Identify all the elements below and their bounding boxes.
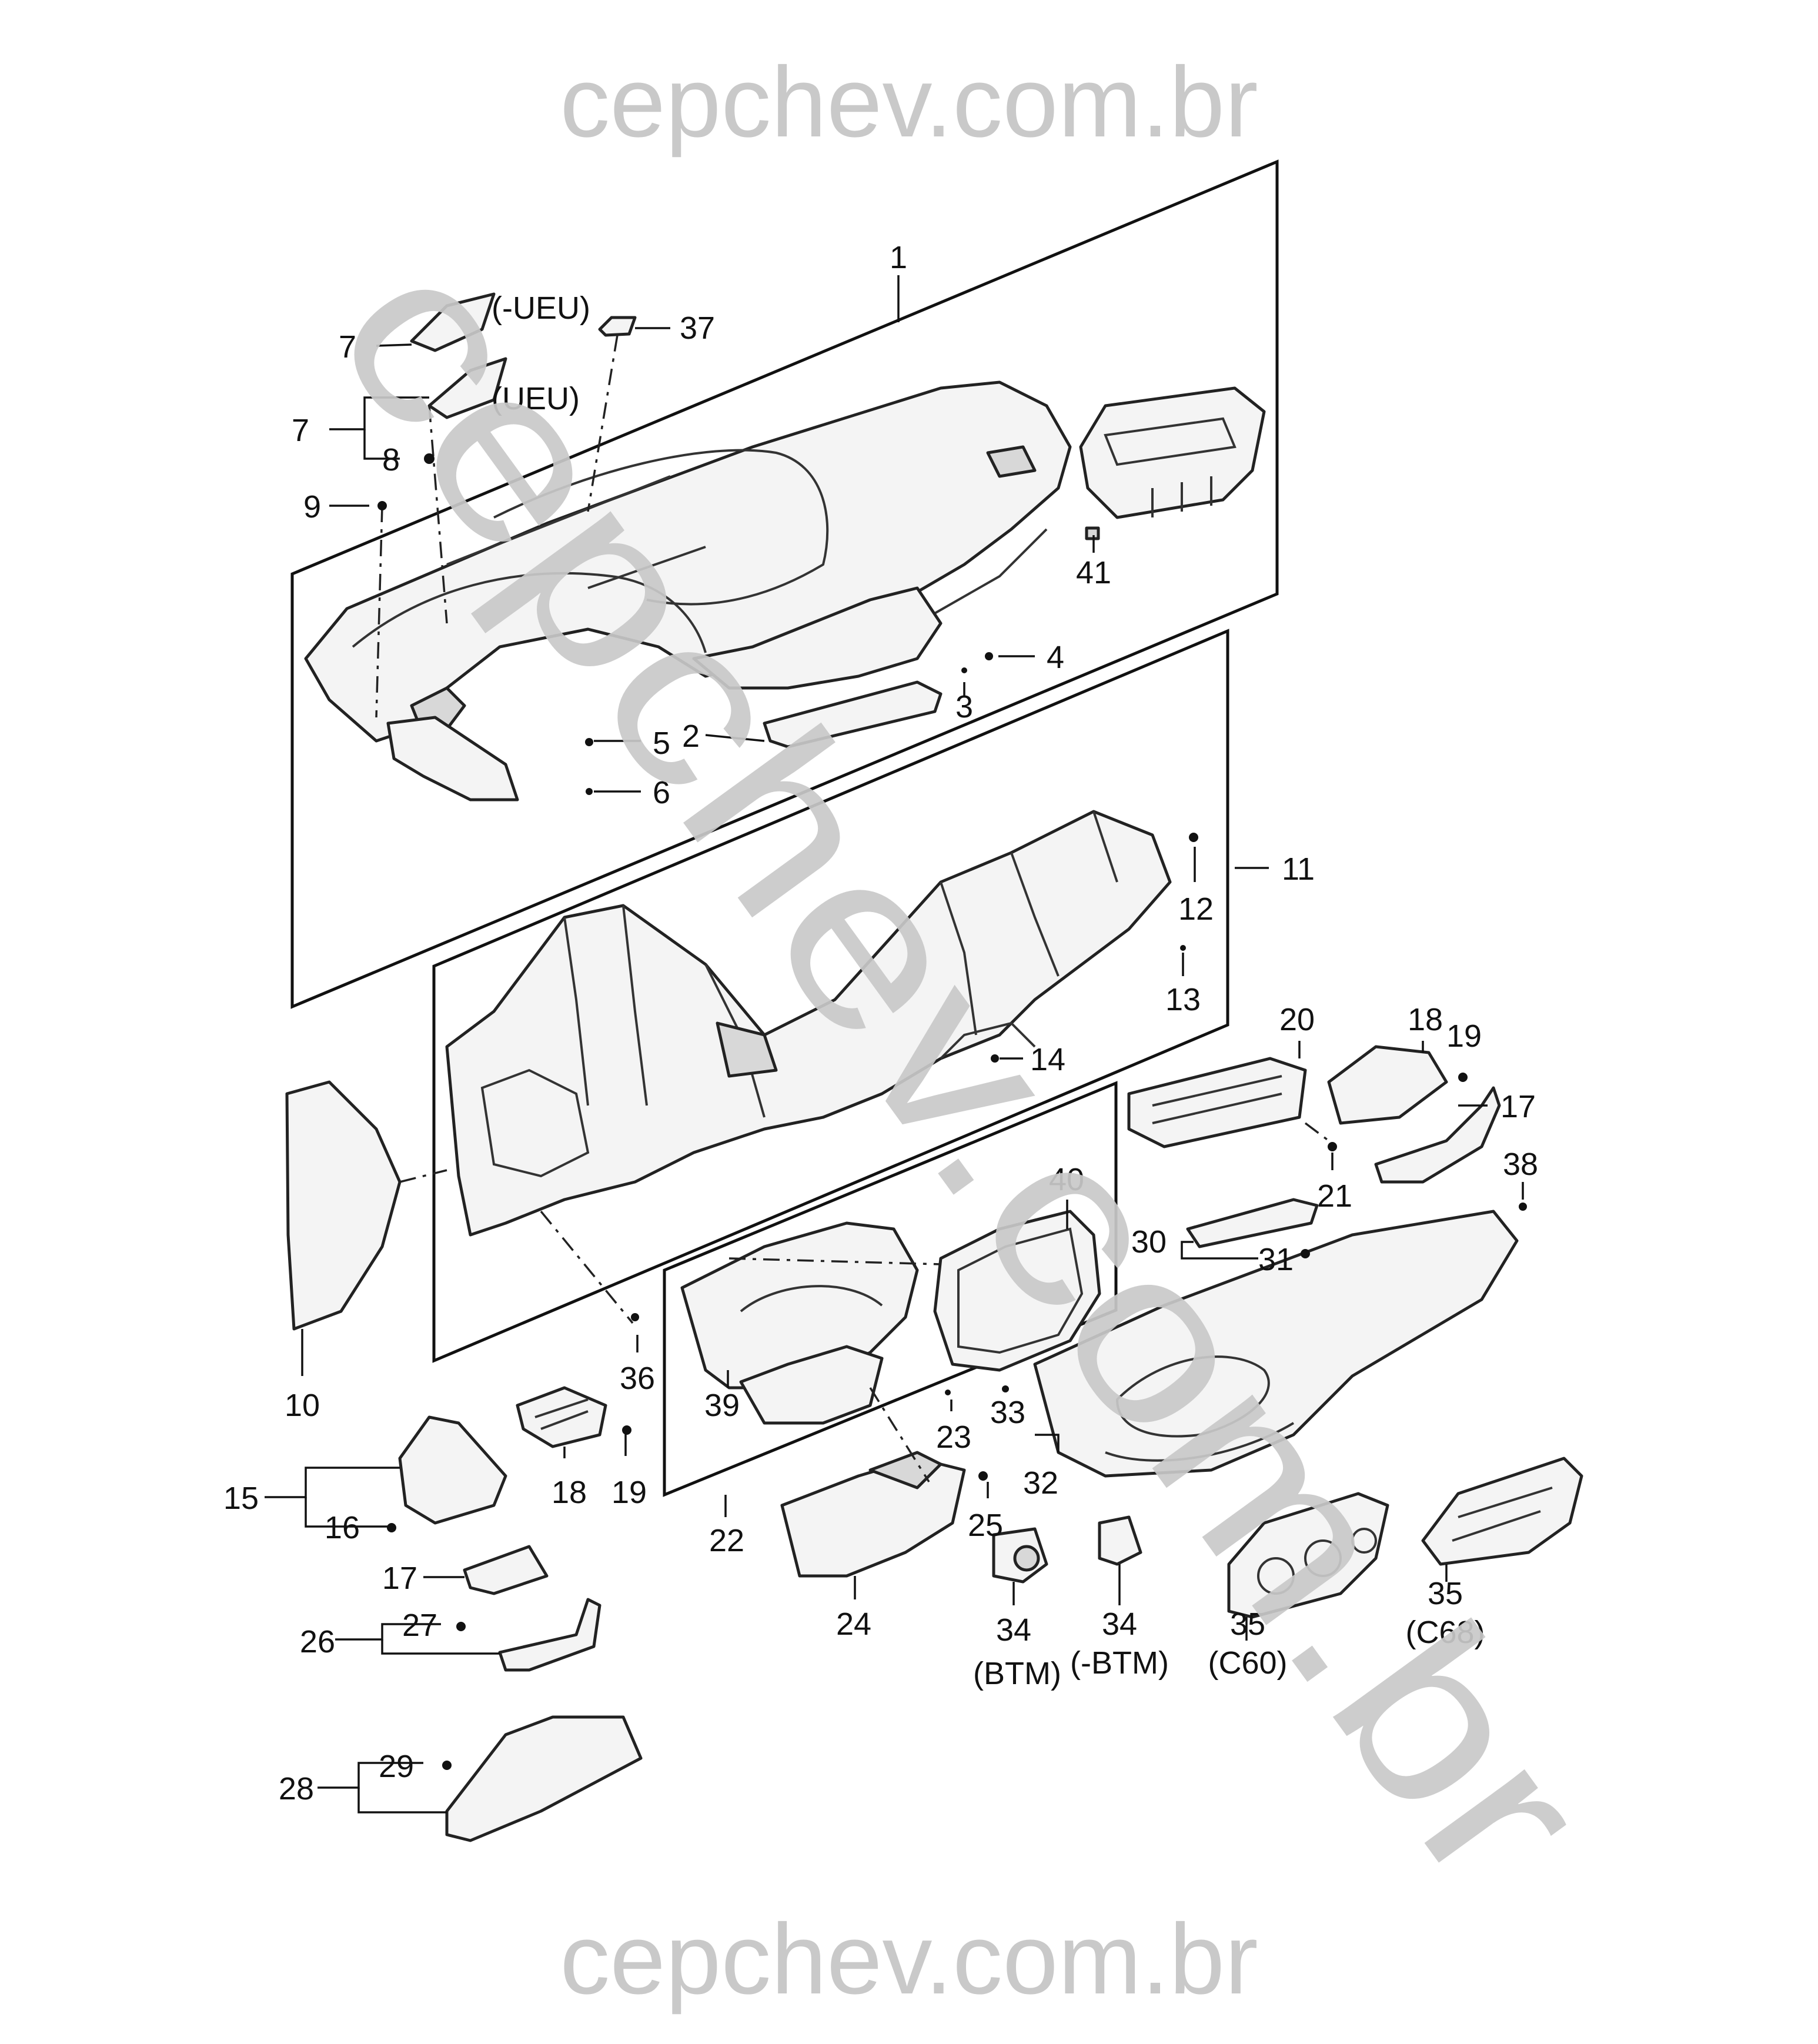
callout-labels: 1 7 37 7 8 9 41 4 3 2 5 6 11 12 13 14 20… — [223, 240, 1538, 1806]
hvac-control-part-35-c60 — [1227, 1492, 1389, 1619]
label-26: 26 — [300, 1624, 335, 1659]
label-11: 11 — [1282, 851, 1315, 887]
cover-part-7-ueu — [427, 357, 507, 419]
label-40: 40 — [1049, 1162, 1084, 1197]
label-5: 5 — [653, 726, 670, 761]
label-35-c68: 35 — [1428, 1576, 1463, 1611]
label-23: 23 — [936, 1420, 971, 1455]
switch-part-34-neg-btm — [1098, 1515, 1142, 1566]
label-33: 33 — [990, 1395, 1025, 1430]
label-16: 16 — [325, 1510, 360, 1545]
label-31: 31 — [1258, 1242, 1294, 1277]
trim-strip-part-17-upper — [1374, 1086, 1501, 1184]
label-36: 36 — [620, 1361, 655, 1396]
label-13: 13 — [1165, 982, 1201, 1017]
label-6: 6 — [653, 775, 670, 810]
end-cap-part-10 — [285, 1080, 402, 1331]
trim-strip-part-17-lower — [463, 1545, 549, 1595]
assembly-dash-lines — [375, 335, 1330, 1482]
variant-ueu: (UEU) — [492, 381, 580, 416]
variant-btm: (BTM) — [973, 1656, 1061, 1691]
leader-lines — [265, 275, 1524, 1813]
label-32: 32 — [1023, 1465, 1058, 1501]
frame-instrument-panel-assembly — [290, 159, 1279, 1009]
label-39: 39 — [704, 1388, 740, 1423]
cluster-trim-plate-part-39 — [680, 1221, 919, 1390]
instrument-panel-upper — [304, 380, 1072, 801]
label-12: 12 — [1178, 891, 1214, 927]
air-vent-part-18-upper — [1327, 1045, 1448, 1125]
cluster-bezel-part-40 — [933, 1210, 1101, 1372]
label-22: 22 — [709, 1523, 744, 1558]
label-20: 20 — [1279, 1002, 1315, 1037]
label-30: 30 — [1131, 1224, 1167, 1260]
label-37: 37 — [680, 310, 715, 346]
label-10: 10 — [285, 1388, 320, 1423]
end-panel-part-15 — [398, 1415, 507, 1525]
variant-c60: (C60) — [1208, 1645, 1287, 1681]
steering-column-cover-part-24 — [780, 1457, 966, 1578]
label-2: 2 — [682, 719, 700, 754]
air-vent-part-18-lower — [516, 1386, 607, 1448]
variant-labels: (-UEU) (UEU) (BTM) (-BTM) (C60) (C68) — [492, 290, 1485, 1691]
label-21: 21 — [1317, 1178, 1352, 1214]
label-18-upper: 18 — [1408, 1002, 1443, 1037]
bracket-part-2 — [763, 680, 943, 749]
label-27: 27 — [402, 1608, 437, 1643]
label-18-lower: 18 — [552, 1475, 587, 1510]
label-8: 8 — [382, 442, 400, 477]
trim-strip-part-30 — [1186, 1198, 1319, 1248]
label-19-upper: 19 — [1446, 1018, 1482, 1054]
cap-part-37 — [598, 316, 637, 337]
instrument-panel-carrier — [445, 810, 1172, 1237]
label-19-lower: 19 — [611, 1475, 647, 1510]
variant-neg-ueu: (-UEU) — [492, 290, 590, 326]
frame-trim-plate-assembly — [663, 1081, 1118, 1497]
label-25: 25 — [968, 1508, 1003, 1543]
steering-column-cover-upper — [739, 1345, 884, 1425]
label-7-neg-ueu: 7 — [339, 329, 356, 365]
fastener-dots — [377, 453, 1527, 1770]
label-29: 29 — [379, 1749, 414, 1784]
watermark-top: cepchev.com.br — [560, 46, 1258, 158]
label-34-btm: 34 — [996, 1612, 1031, 1648]
label-41: 41 — [1076, 555, 1111, 590]
lower-closeout-panel-part-28 — [445, 1715, 643, 1842]
label-1: 1 — [890, 240, 907, 275]
label-4: 4 — [1047, 640, 1064, 675]
variant-c68: (C68) — [1405, 1615, 1485, 1650]
label-17-lower: 17 — [382, 1561, 417, 1596]
label-14: 14 — [1030, 1042, 1065, 1077]
label-38: 38 — [1503, 1147, 1538, 1182]
cover-part-7-neg-ueu — [410, 292, 496, 352]
label-24: 24 — [836, 1607, 871, 1642]
label-34-neg-btm: 34 — [1102, 1607, 1137, 1642]
label-7-ueu: 7 — [292, 413, 309, 448]
frame-carrier-assembly — [432, 629, 1229, 1363]
label-17-upper: 17 — [1500, 1089, 1536, 1124]
storage-bin-insert — [1079, 386, 1266, 540]
label-9: 9 — [303, 489, 321, 525]
variant-neg-btm: (-BTM) — [1070, 1645, 1169, 1681]
knee-bolster-part-26 — [498, 1598, 601, 1672]
label-28: 28 — [279, 1771, 314, 1806]
label-35-c60: 35 — [1230, 1607, 1265, 1642]
watermark-bottom: cepchev.com.br — [560, 1903, 1258, 2015]
label-3: 3 — [955, 689, 973, 724]
console-trim-part-32 — [1033, 1210, 1519, 1478]
label-15: 15 — [223, 1481, 259, 1516]
